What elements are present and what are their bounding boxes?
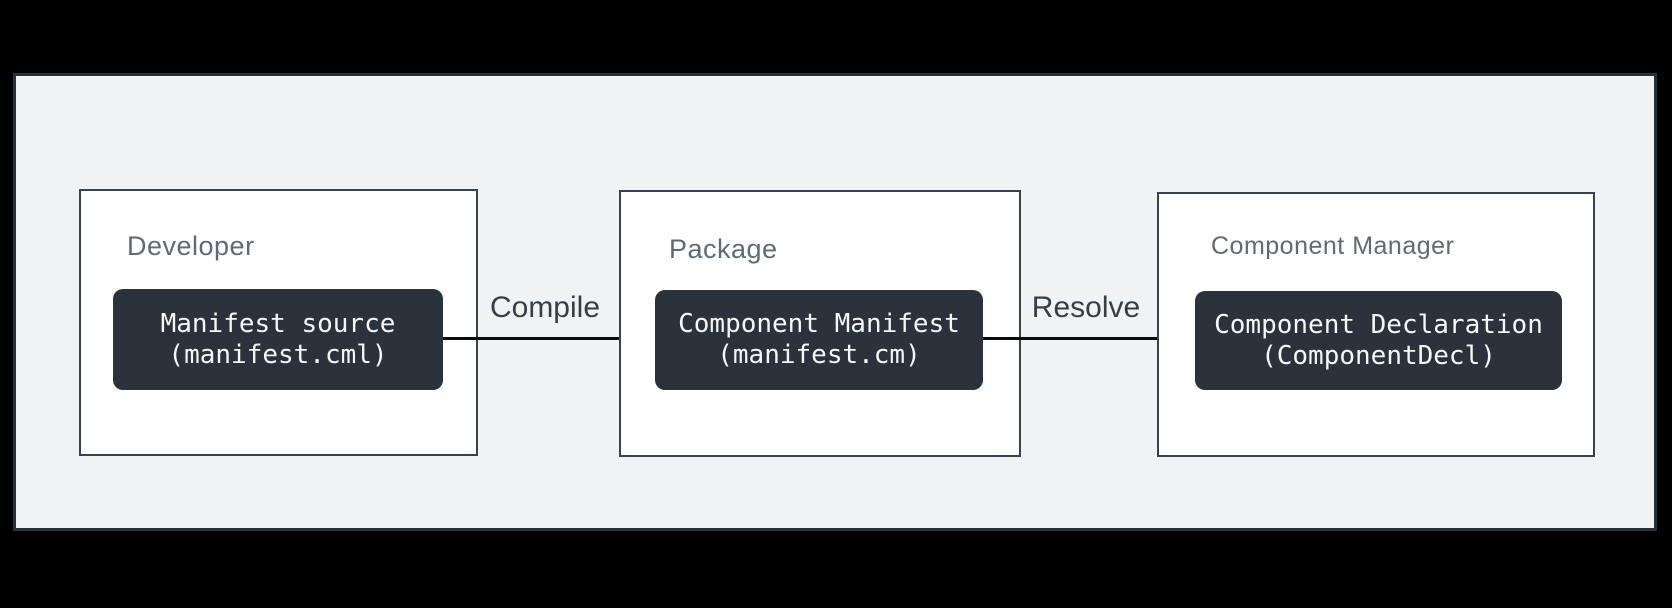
node-manifest-source: Manifest source (manifest.cml) (113, 289, 443, 390)
edge-label-resolve: Resolve (1031, 291, 1141, 324)
node-manifest-source-line2: (manifest.cml) (168, 339, 388, 370)
node-manifest-source-line1: Manifest source (160, 308, 396, 339)
group-box-developer: Developer Manifest source (manifest.cml) (79, 189, 478, 456)
edge-label-compile: Compile (489, 291, 601, 324)
node-component-declaration-line2: (ComponentDecl) (1261, 340, 1496, 371)
compile-arrow-line (443, 337, 633, 340)
node-component-declaration-line1: Component Declaration (1214, 309, 1543, 340)
group-label-package: Package (669, 234, 778, 264)
group-label-developer: Developer (127, 231, 255, 261)
node-component-manifest-line2: (manifest.cm) (717, 340, 921, 370)
group-label-component-manager: Component Manager (1211, 232, 1455, 260)
node-component-manifest-line1: Component Manifest (678, 309, 960, 339)
resolve-arrow-line (983, 337, 1171, 340)
group-box-component-manager: Component Manager Component Declaration … (1157, 192, 1595, 457)
node-component-manifest: Component Manifest (manifest.cm) (655, 290, 983, 390)
node-component-declaration: Component Declaration (ComponentDecl) (1195, 291, 1562, 390)
group-box-package: Package Component Manifest (manifest.cm) (619, 190, 1021, 457)
